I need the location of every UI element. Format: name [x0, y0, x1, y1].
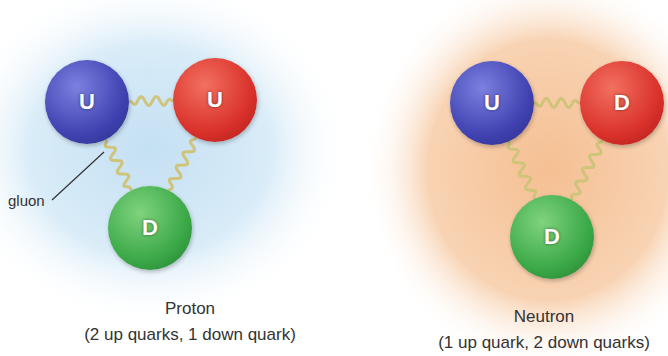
gluon-line	[535, 99, 579, 108]
particle-name: Neutron	[420, 304, 668, 330]
quark-circle: U	[45, 60, 129, 144]
leader-line	[52, 152, 104, 200]
quark-circle: U	[173, 58, 257, 142]
quark-circle: D	[510, 195, 594, 279]
particle-region: Neutron(1 up quark, 2 down quarks) U D D	[420, 0, 668, 356]
caption-block: Neutron(1 up quark, 2 down quarks)	[420, 304, 668, 356]
gluon-line	[508, 142, 535, 198]
quark-content: (1 up quark, 2 down quarks)	[420, 330, 668, 356]
quark-circle: D	[108, 186, 192, 270]
proton-glow	[0, 0, 350, 325]
gluon-line	[169, 138, 195, 189]
particle-region: Proton(2 up quarks, 1 down quark) U U D	[0, 0, 380, 356]
particle-name: Proton	[0, 296, 380, 322]
neutron-glow	[363, 0, 668, 356]
caption-block: Proton(2 up quarks, 1 down quark)	[0, 296, 380, 348]
quark-letter: D	[544, 224, 560, 250]
quark-letter: U	[79, 89, 95, 115]
quark-circle: U	[450, 61, 534, 145]
quark-circle: D	[580, 61, 664, 145]
gluon-line	[130, 96, 172, 105]
part-label: gluon	[8, 192, 45, 209]
gluon-line	[572, 141, 603, 199]
quark-content: (2 up quarks, 1 down quark)	[0, 322, 380, 348]
gluon-line	[105, 140, 130, 189]
quark-letter: D	[142, 215, 158, 241]
quark-letter: U	[207, 87, 223, 113]
quark-letter: D	[614, 90, 630, 116]
quark-letter: U	[484, 90, 500, 116]
